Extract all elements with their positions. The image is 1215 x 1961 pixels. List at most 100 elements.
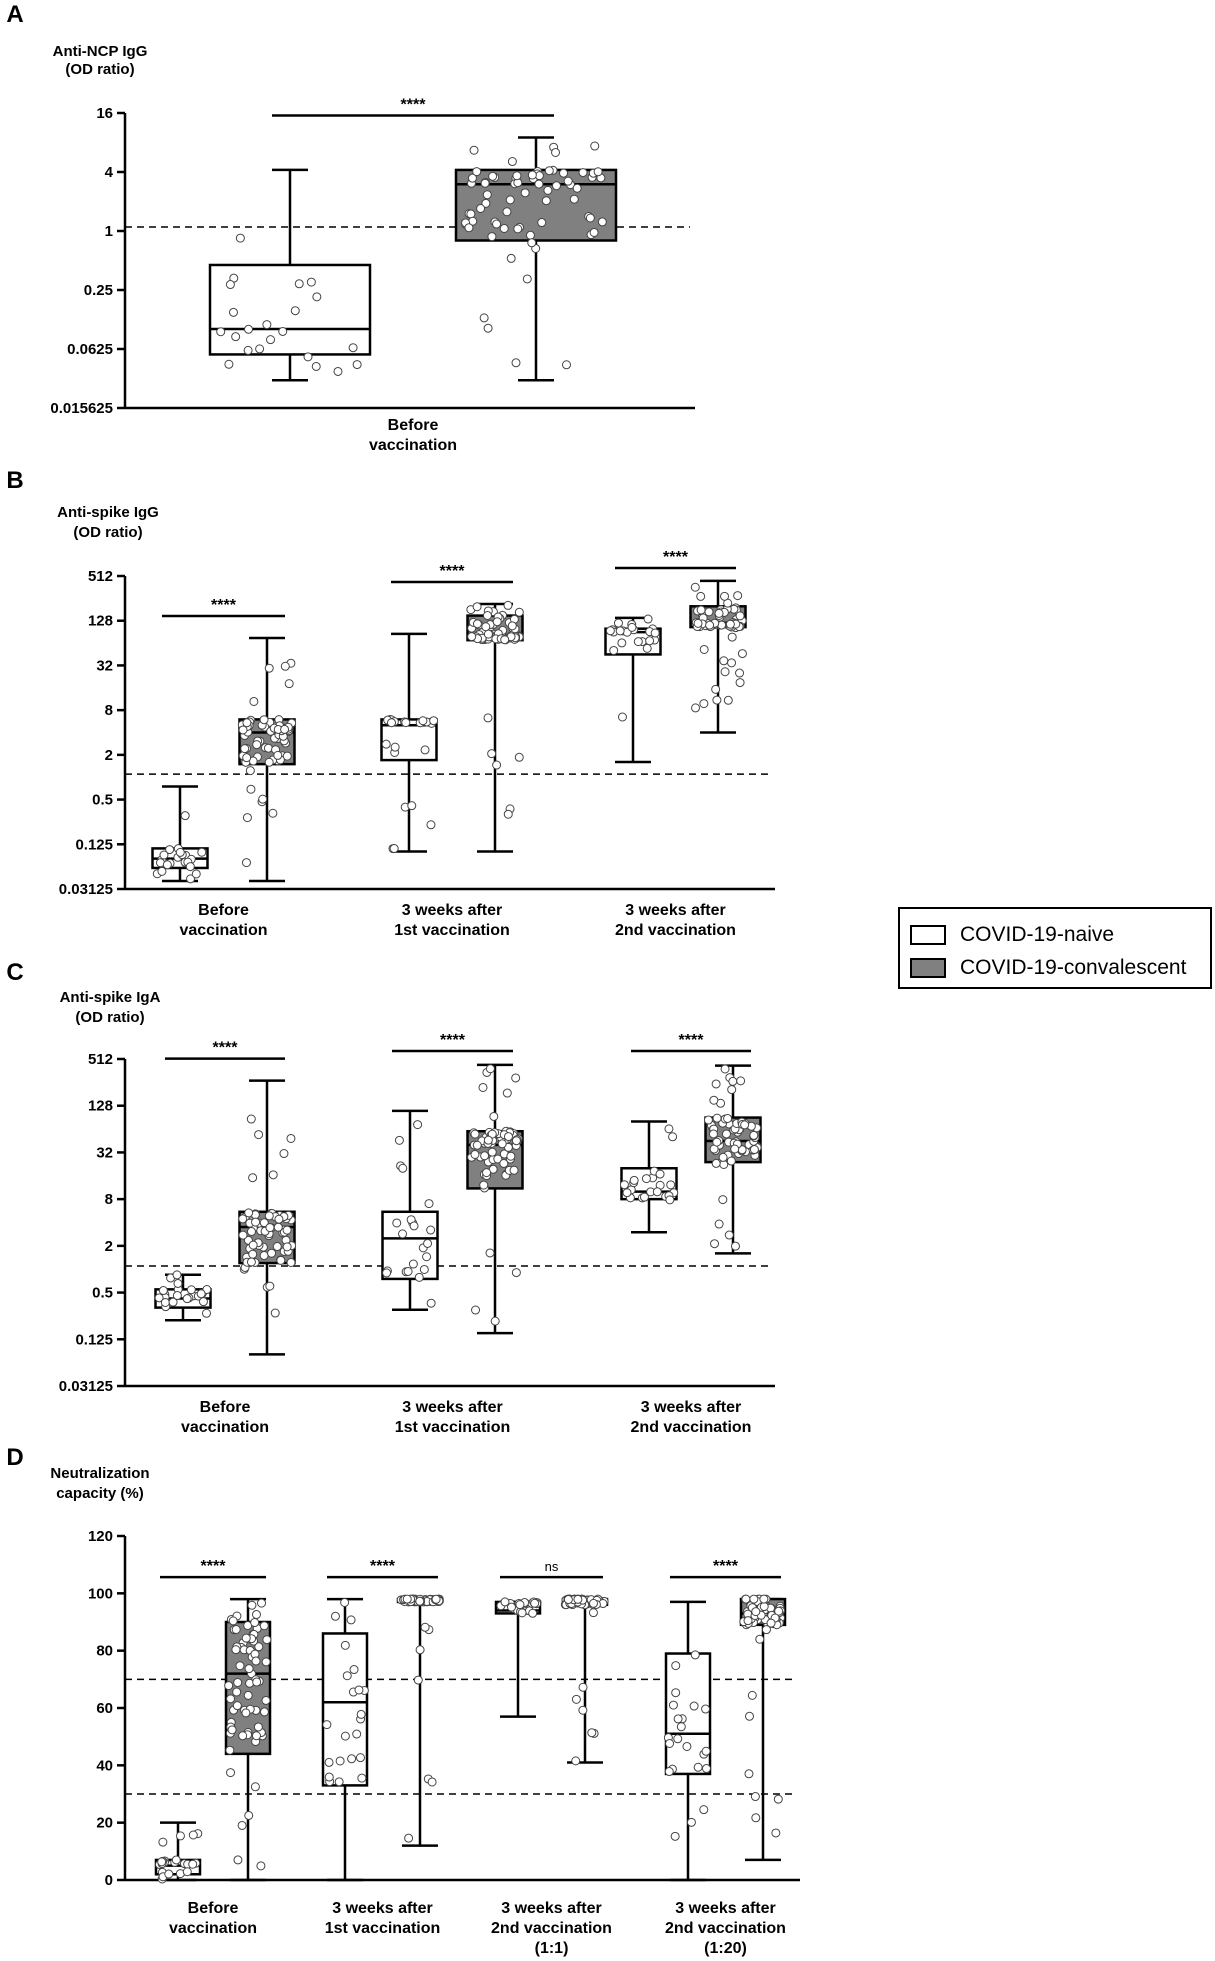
panel-b-xtick-label-1: vaccination	[179, 922, 267, 939]
panel-b-convalescent-box-1-point	[282, 751, 292, 761]
panel-a-convalescent-box-1-point	[522, 274, 532, 284]
panel-a-naive-box-1-point	[294, 279, 304, 289]
panel-a-letter: A	[6, 1, 23, 28]
panel-d-naive-box-2-point	[334, 1777, 344, 1787]
panel-a-naive-box-1-point	[243, 345, 253, 355]
panel-c-convalescent-box-1-point	[282, 1242, 292, 1252]
panel-a-convalescent-box-1-point	[578, 168, 588, 178]
legend-swatch-naive	[910, 925, 946, 945]
panel-d-convalescent-box-1-point	[254, 1642, 264, 1652]
panel-d-naive-box-2-point	[347, 1754, 357, 1764]
panel-b-ylabel: Anti-spike IgG	[57, 504, 159, 521]
panel-c-convalescent-box-3-point	[740, 1120, 750, 1130]
panel-d-convalescent-box-2-point	[415, 1645, 425, 1655]
panel-c-convalescent-box-1-point	[273, 1222, 283, 1232]
panel-a-convalescent-box-1-point	[488, 171, 498, 181]
panel-c-convalescent-box-2-point	[483, 1135, 493, 1145]
panel-b-convalescent-box-3-point	[727, 632, 737, 642]
panel-b-convalescent-box-2-point	[500, 635, 510, 645]
panel-d-convalescent-box-1-point	[232, 1687, 242, 1697]
panel-b-convalescent-box-2-point	[487, 749, 497, 759]
panel-b-convalescent-box-3-point	[712, 695, 722, 705]
panel-d-naive-box-3-point	[530, 1598, 540, 1608]
panel-a-naive-box-1-point	[235, 233, 245, 243]
panel-b-naive-box-1-point	[191, 869, 201, 879]
panel-d-convalescent-box-4-point	[744, 1711, 754, 1721]
panel-c-convalescent-box-3-point	[728, 1076, 738, 1086]
panel-c-ytick-label: 0.03125	[59, 1378, 113, 1395]
panel-d-naive-box-3-point	[500, 1597, 510, 1607]
panel-b-naive-box-2-point	[389, 844, 399, 854]
panel-d-naive-box-4-point	[690, 1650, 700, 1660]
panel-d-convalescent-box-1-point	[262, 1635, 272, 1645]
panel-d-convalescent-box-1-point	[250, 1618, 260, 1628]
panel-b-sig-label-3: ****	[663, 549, 689, 566]
panel-c-naive-box-3-point	[668, 1132, 678, 1142]
panel-d-convalescent-box-1-point	[228, 1616, 238, 1626]
panel-c-convalescent-box-2-point	[487, 1147, 497, 1157]
panel-a-convalescent-box-1-point	[527, 238, 537, 248]
panel-a-naive-box-1-point	[228, 307, 238, 317]
panel-d-convalescent-box-3-point	[578, 1705, 588, 1715]
panel-d-naive-box-4-point	[689, 1701, 699, 1711]
panel-d-naive-box-2-point	[324, 1772, 334, 1782]
panel-b-convalescent-box-1-point	[263, 743, 273, 753]
panel-a-convalescent-box-1-point	[512, 171, 522, 181]
panel-b-convalescent-box-3-point	[723, 695, 733, 705]
panel-c-naive-box-2-point	[382, 1268, 392, 1278]
panel-d-naive-box-1-point	[157, 1857, 167, 1867]
panel-d-convalescent-box-2-point	[413, 1675, 423, 1685]
panel-b-naive-box-2-point	[429, 716, 439, 726]
panel-c-convalescent-box-2-point	[503, 1132, 513, 1142]
panel-d-naive-box-4-point	[682, 1741, 692, 1751]
panel-d-ytick-label: 100	[88, 1585, 113, 1602]
panel-b-naive-box-3-point	[609, 645, 619, 655]
panel-a-convalescent-box-1-point	[589, 227, 599, 237]
panel-d-naive-box-1-point	[188, 1859, 198, 1869]
panel-b-convalescent-box-1-point	[264, 757, 274, 767]
panel-c-convalescent-box-2-point	[479, 1180, 489, 1190]
panel-b-naive-box-1-point	[162, 860, 172, 870]
panel-b-convalescent-box-1-point	[242, 718, 252, 728]
panel-d-naive-box-2	[321, 1632, 369, 1787]
panel-d-naive-box-1-point	[164, 1869, 174, 1879]
panel-d-naive-box-4-point	[664, 1767, 674, 1777]
panel-c-naive-box-2-point	[422, 1252, 432, 1262]
panel-a-sig-label-1: ****	[401, 96, 427, 113]
panel-c-ylabel: (OD ratio)	[75, 1009, 144, 1026]
panel-c-convalescent-box-2-point	[478, 1082, 488, 1092]
panel-b-convalescent-box-1-point	[240, 744, 250, 754]
panel-d-xtick-label-4: 2nd vaccination	[665, 1920, 786, 1937]
panel-d-convalescent-box-4-point	[773, 1794, 783, 1804]
panel-d-convalescent-box-2-point	[431, 1594, 441, 1604]
panel-b-convalescent-box-1-point	[242, 813, 252, 823]
panel-d-naive-box-2-point	[356, 1709, 366, 1719]
panel-d-naive-box-2-point	[324, 1757, 334, 1767]
panel-b-xtick-label-1: Before	[198, 902, 249, 919]
panel-b-ytick-label: 512	[88, 568, 113, 585]
panel-d-convalescent-box-1-point	[226, 1768, 236, 1778]
panel-c-naive-box-1-point	[173, 1278, 183, 1288]
panel-c-naive-box-1-point	[182, 1294, 192, 1304]
panel-a-naive-box-1-point	[231, 332, 241, 342]
panel-c-naive-box-2-point	[426, 1298, 436, 1308]
panel-b-convalescent-box-2-point	[492, 760, 502, 770]
panel-d-convalescent-box-4-point	[759, 1601, 769, 1611]
panel-d-convalescent-box-1-point	[251, 1731, 261, 1741]
panel-d-xtick-label-1: Before	[188, 1900, 239, 1917]
panel-b-ytick-label: 8	[105, 702, 113, 719]
panel-a-convalescent-box-1-point	[563, 176, 573, 186]
panel-c-naive-box-1-point	[198, 1297, 208, 1307]
panel-d-naive-box-2-point	[340, 1731, 350, 1741]
panel-a-naive-box-1-point	[306, 277, 316, 287]
panel-a-convalescent-box-1-point	[534, 179, 544, 189]
panel-b-xtick-label-2: 3 weeks after	[402, 902, 503, 919]
panel-a-convalescent-box-1-point	[506, 253, 516, 263]
panel-d-convalescent-box-1-point	[252, 1677, 262, 1687]
panel-b-convalescent-box-3-point	[693, 618, 703, 628]
panel-a-convalescent-box-1-point	[569, 194, 579, 204]
panel-d-convalescent-box-2-point	[420, 1622, 430, 1632]
panel-c-convalescent-box-1-point	[238, 1230, 248, 1240]
panel-c-naive-box-3-point	[666, 1180, 676, 1190]
panel-c-convalescent-box-1-point	[244, 1208, 254, 1218]
